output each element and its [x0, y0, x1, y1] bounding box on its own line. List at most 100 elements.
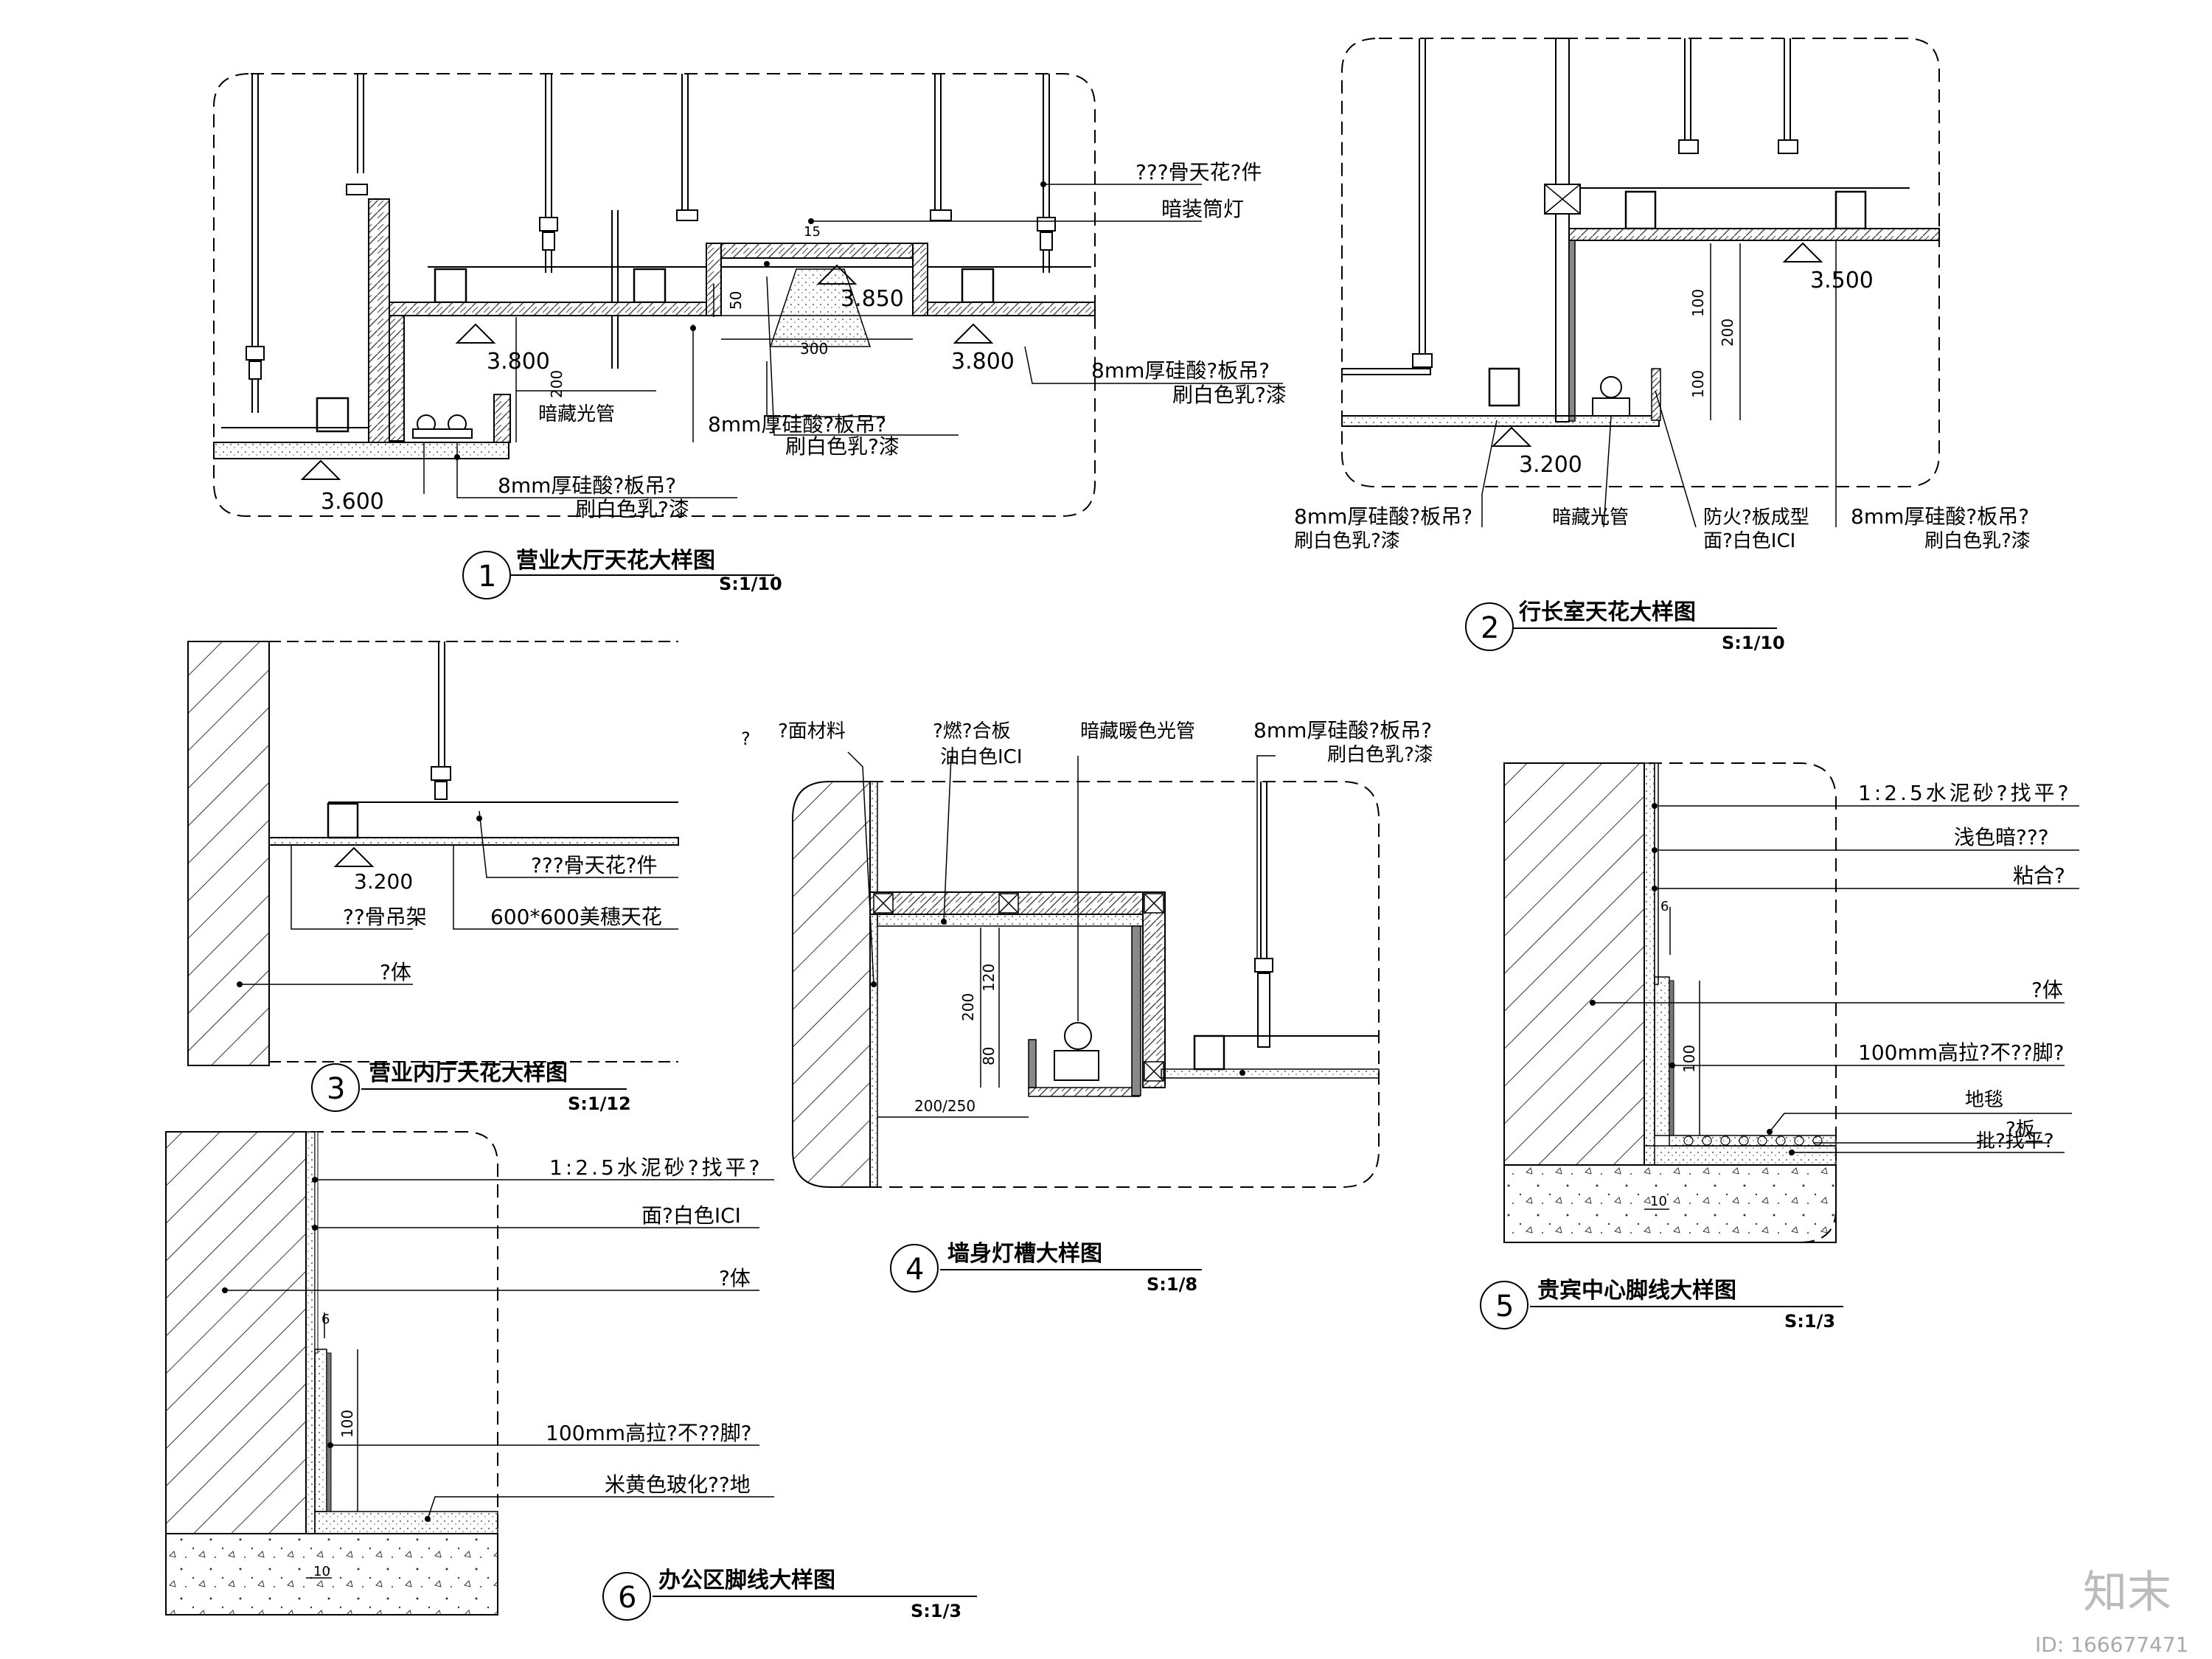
d5-carpet-label: 地毯 — [1965, 1089, 2003, 1111]
d1-board-c2: 刷白色乳?漆 — [575, 497, 689, 521]
d1-tube-label: 暗藏光管 — [538, 403, 615, 425]
d6-dim-6: 6 — [321, 1312, 330, 1327]
d1-level-3800b: 3.800 — [951, 349, 1015, 375]
d1-downlight-label: 暗装筒灯 — [1161, 197, 1244, 221]
detail-2: 8mm厚硅酸?板吊? 刷白色乳?漆 暗藏光管 防火?板成型 面?白色ICI 8m… — [1294, 38, 2031, 653]
d2-title: 行长室天花大样图 — [1518, 599, 1696, 625]
d5-putty: 批?找平? — [1976, 1130, 2054, 1152]
d6-slab — [165, 1533, 498, 1615]
d5-title: 贵宾中心脚线大样图 — [1537, 1278, 1736, 1304]
detail-5: 1:2.5水泥砂?找平? 浅色暗??? 粘合? ?体 100mm高拉?不??脚?… — [1480, 762, 2079, 1332]
d2-level-3200: 3.200 — [1519, 452, 1582, 478]
d4-tube-fixture — [1054, 1022, 1099, 1081]
d1-dim-200: 200 — [548, 370, 566, 398]
d1-board-a2: 刷白色乳?漆 — [1172, 383, 1287, 407]
d3-keel: ???骨天花?件 — [531, 853, 657, 877]
d3-title: 营业内厅天花大样图 — [369, 1060, 568, 1086]
d6-tile — [314, 1511, 498, 1534]
lower-board — [213, 442, 509, 459]
watermark-brand: 知末 — [2083, 1567, 2171, 1618]
d4-question: ? — [741, 728, 751, 749]
watermark: 知末 ID: 166677471 — [2035, 1567, 2188, 1657]
d1-number: 1 — [478, 560, 496, 594]
d5-wall — [1503, 762, 1645, 1166]
d1-board-a1: 8mm厚硅酸?板吊? — [1091, 358, 1270, 383]
d4-title: 墙身灯槽大样图 — [947, 1241, 1102, 1267]
d2-dim-200: 200 — [1719, 319, 1736, 347]
d2-board-a2: 刷白色乳?漆 — [1294, 530, 1400, 552]
d5-wall-label: ?体 — [2031, 978, 2063, 1002]
d3-number: 3 — [327, 1072, 345, 1106]
d2-fire1: 防火?板成型 — [1703, 507, 1809, 529]
hanger-clips — [246, 184, 1056, 380]
d5-scale: S:1/3 — [1784, 1311, 1835, 1332]
d1-scale: S:1/10 — [719, 574, 782, 594]
d6-number-circle — [602, 1572, 651, 1621]
d4-wall — [792, 781, 871, 1188]
d4-dim-80: 80 — [980, 1047, 998, 1065]
d3-number-circle — [311, 1063, 360, 1112]
light-cone — [769, 268, 872, 347]
d5-number: 5 — [1495, 1290, 1514, 1324]
d6-wall — [165, 1131, 307, 1534]
d1-dim-300: 300 — [800, 340, 828, 358]
d6-dim-10: 10 — [313, 1564, 330, 1579]
d1-dim-50: 50 — [727, 291, 745, 310]
d4-board2: 刷白色乳?漆 — [1327, 744, 1433, 766]
d4-dim-200-250: 200/250 — [914, 1097, 975, 1115]
detail-2-border — [1341, 38, 1940, 487]
d1-dim-15: 15 — [804, 224, 821, 240]
d2-tube-fixture — [1592, 376, 1630, 417]
d2-column — [1555, 38, 1570, 422]
d2-scale: S:1/10 — [1722, 633, 1785, 653]
d2-board-b2: 刷白色乳?漆 — [1924, 530, 2031, 552]
d5-number-circle — [1480, 1281, 1528, 1329]
d6-scale: S:1/3 — [911, 1601, 961, 1621]
d5-dim-6: 6 — [1660, 899, 1669, 914]
d2-tube: 暗藏光管 — [1552, 507, 1629, 529]
hanger-rods — [251, 74, 1050, 413]
detail-4: ? ?面材料 ?燃?合板 油白色ICI 暗藏暖色光管 8mm厚硅酸?板吊? 刷白… — [741, 718, 1433, 1295]
d5-dark: 浅色暗??? — [1954, 825, 2049, 849]
d4-number: 4 — [905, 1253, 924, 1287]
trough-frame — [706, 243, 928, 259]
d3-scale: S:1/12 — [568, 1093, 631, 1114]
d1-board-b2: 刷白色乳?漆 — [785, 434, 900, 459]
d2-number-circle — [1465, 602, 1514, 651]
d2-board-a1: 8mm厚硅酸?板吊? — [1294, 504, 1472, 529]
leaders-1 — [456, 184, 1283, 498]
d4-number-circle — [890, 1244, 939, 1293]
level-markers — [300, 264, 994, 480]
d6-number: 6 — [618, 1581, 636, 1615]
d6-skirting: 100mm高拉?不??脚? — [546, 1421, 751, 1445]
d5-board-label: ?板 — [2006, 1119, 2035, 1141]
d6-title: 办公区脚线大样图 — [658, 1568, 835, 1593]
d1-board-c1: 8mm厚硅酸?板吊? — [498, 473, 676, 498]
detail-1: ???骨天花?件 暗装筒灯 8mm厚硅酸?板吊? 刷白色乳?漆 8mm厚硅酸?板… — [213, 73, 1287, 599]
detail-6: 1:2.5水泥砂?找平? 面?白色ICI ?体 100mm高拉?不??脚? 米黄… — [165, 1131, 977, 1621]
d4-dim-120: 120 — [980, 964, 998, 992]
d6-dim-100: 100 — [338, 1410, 356, 1438]
d2-dim-100a: 100 — [1689, 289, 1707, 317]
d3-level-3200: 3.200 — [354, 869, 413, 894]
d3-wall-label: ?体 — [380, 960, 411, 984]
d3-ceiling — [268, 837, 679, 846]
d5-mortar: 1:2.5水泥砂?找平? — [1858, 781, 2072, 805]
tube-fixture — [412, 414, 473, 439]
d2-number: 2 — [1481, 611, 1499, 645]
d4-dim-200: 200 — [959, 993, 977, 1021]
d5-dim-10: 10 — [1650, 1194, 1667, 1209]
d4-scale: S:1/8 — [1147, 1274, 1197, 1295]
detail-3: 3.200 ???骨天花?件 ??骨吊架 600*600美穗天花 ?体 3 营业… — [187, 641, 679, 1114]
d1-level-3600: 3.600 — [321, 489, 384, 515]
d2-board-b1: 8mm厚硅酸?板吊? — [1851, 504, 2029, 529]
d4-ply2: 油白色ICI — [940, 746, 1023, 768]
d1-level-3850: 3.850 — [841, 286, 904, 312]
d2-dim-100b: 100 — [1689, 370, 1707, 398]
d4-facing: ?面材料 — [778, 720, 846, 742]
channels — [316, 268, 995, 433]
d1-keel-label: ???骨天花?件 — [1135, 160, 1262, 184]
d6-paint: 面?白色ICI — [641, 1203, 741, 1228]
watermark-id: ID: 166677471 — [2035, 1632, 2188, 1657]
